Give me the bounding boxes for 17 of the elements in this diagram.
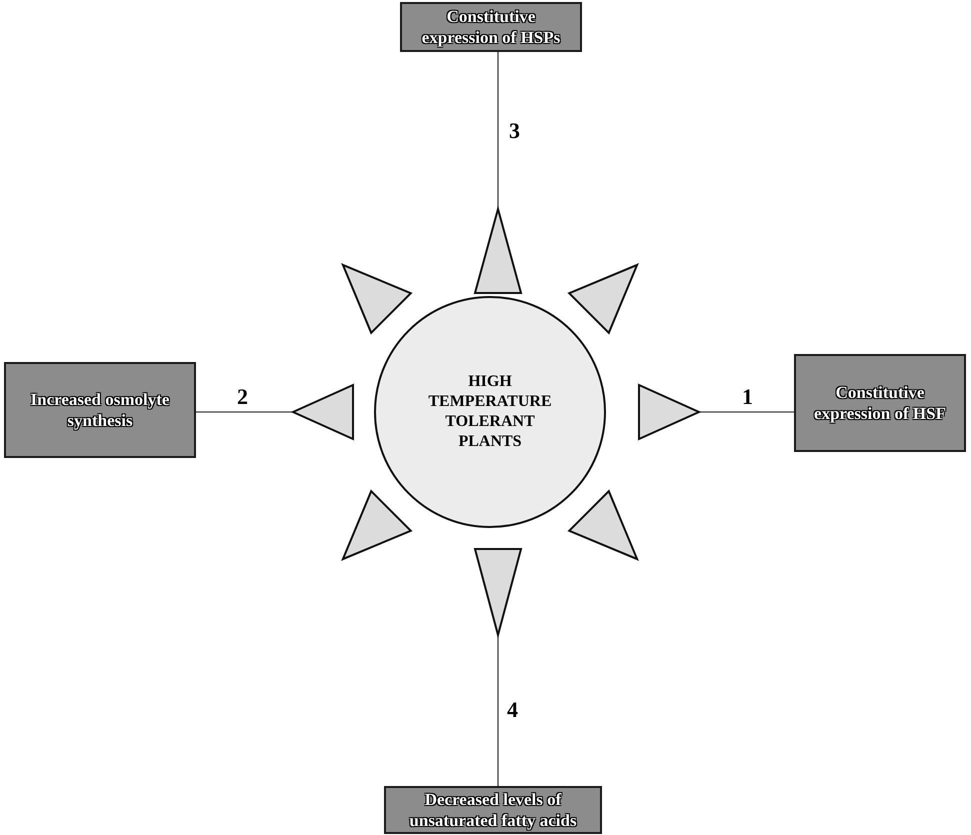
text-box	[400, 2, 582, 52]
text-box	[794, 354, 966, 452]
ray-triangle	[474, 548, 522, 636]
box-label: Increased osmolyte synthesis	[30, 388, 170, 432]
text-box	[384, 786, 602, 834]
connector-line	[196, 411, 292, 413]
ray-triangle	[474, 208, 522, 294]
connector-line	[497, 52, 499, 208]
connector-line	[497, 636, 499, 786]
ray-triangle	[292, 384, 354, 440]
box-label: Constitutive expression of HSPs	[420, 6, 562, 48]
connector-line	[700, 411, 794, 413]
box-label: Constitutive expression of HSF	[813, 382, 947, 424]
box-label: Decreased levels of unsaturated fatty acids	[408, 788, 578, 832]
text-box	[4, 362, 196, 458]
ray-triangle	[638, 384, 700, 440]
circle-label: HIGH TEMPERATURE TOLERANT PLANTS	[427, 372, 553, 452]
